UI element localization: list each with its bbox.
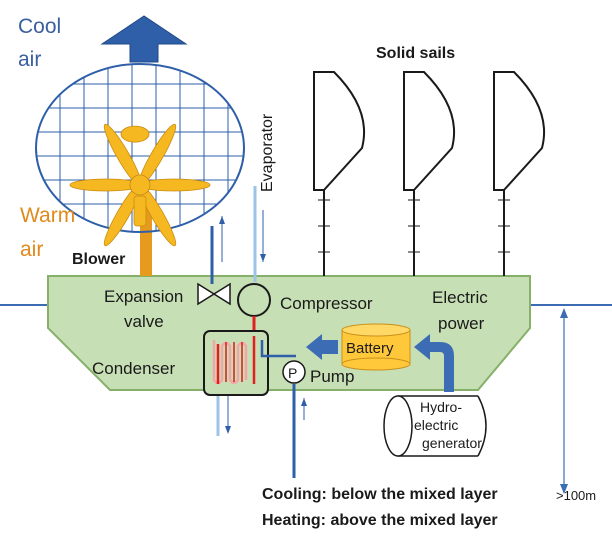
evaporator-label: Evaporator: [259, 113, 276, 192]
pump-symbol-letter: P: [288, 365, 297, 381]
warm-air-label-2: air: [20, 238, 43, 261]
battery: [341, 323, 411, 371]
cooling-note: Cooling: below the mixed layer: [262, 486, 498, 503]
compressor-label: Compressor: [280, 294, 373, 313]
warm-air-label-1: Warm: [20, 204, 75, 227]
expansion-valve-symbol: [197, 282, 231, 306]
pump-label: Pump: [310, 367, 354, 386]
cool-air-arrow: [100, 15, 188, 63]
power-arrow-to-pump: [306, 334, 338, 360]
depth-marker: [560, 308, 568, 494]
compressor-symbol: [237, 283, 271, 317]
cool-air-label-1: Cool: [18, 15, 61, 38]
hydro-generator: [383, 395, 487, 457]
condenser-pipes: [216, 392, 231, 436]
hydro-label-2: electric: [414, 417, 458, 433]
expansion-valve-label-2: valve: [124, 312, 164, 331]
battery-label: Battery: [346, 340, 394, 357]
blower-label: Blower: [72, 251, 125, 268]
electric-power-label-1: Electric: [432, 288, 488, 307]
power-arrow-from-generator: [414, 334, 454, 392]
hydro-label-3: generator: [422, 435, 482, 451]
blower-fan: [69, 123, 211, 247]
condenser-box: [203, 330, 269, 396]
evaporator-pipes: [210, 186, 266, 284]
depth-label: >100m: [556, 488, 596, 503]
pump-symbol: [282, 360, 306, 384]
sail-mast-ticks: [318, 199, 510, 253]
heating-note: Heating: above the mixed layer: [262, 512, 498, 529]
sail-1: [313, 71, 366, 276]
condenser-coil: [212, 336, 296, 385]
sail-2: [403, 71, 456, 276]
solid-sails-label: Solid sails: [376, 45, 455, 62]
electric-power-label-2: power: [438, 314, 485, 333]
cool-air-label-2: air: [18, 48, 41, 71]
solid-sails: [313, 71, 546, 276]
condenser-label: Condenser: [92, 359, 176, 378]
hydro-label-1: Hydro-: [420, 399, 462, 415]
expansion-valve-label-1: Expansion: [104, 287, 183, 306]
sail-3: [493, 71, 546, 276]
